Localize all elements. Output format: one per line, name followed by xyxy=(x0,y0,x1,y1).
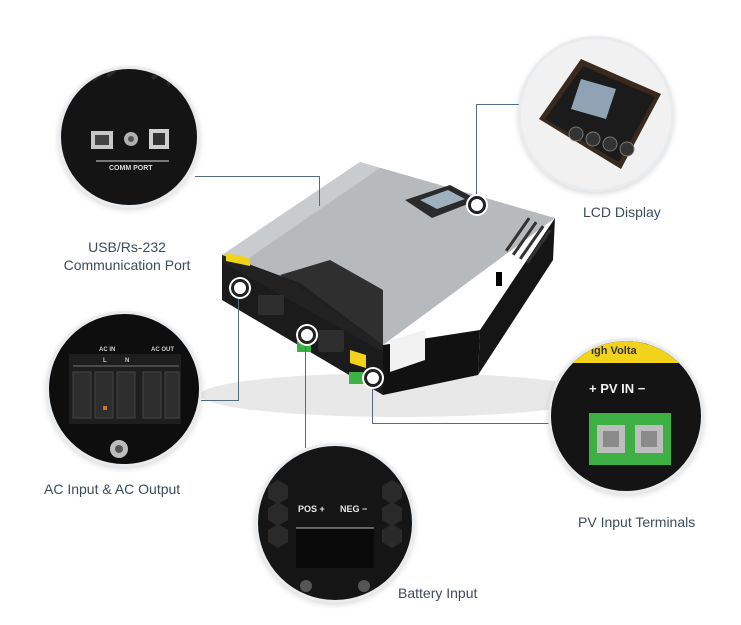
pv-inset: igh Volta + PV IN − xyxy=(548,338,704,494)
battery-label: Battery Input xyxy=(398,585,478,601)
pointer-dot-ac xyxy=(231,279,249,297)
battery-inset: POS + NEG − xyxy=(255,443,415,603)
comm-port-label-line1: USB/Rs-232 xyxy=(88,239,166,255)
comm-port-text: COMM PORT xyxy=(109,165,153,172)
leader-lcd-h xyxy=(476,104,522,105)
pv-label: PV Input Terminals xyxy=(578,514,696,530)
comm-port-label-line2: Communication Port xyxy=(63,257,191,273)
pointer-dot-lcd xyxy=(468,196,486,214)
ac-label: AC Input & AC Output xyxy=(44,481,181,497)
ac-l-text: L xyxy=(103,358,107,364)
lcd-inset xyxy=(518,36,674,192)
comm-port-inset: COMM PORT xyxy=(58,66,200,208)
leader-battery-v xyxy=(305,336,306,448)
leader-ac-h xyxy=(195,400,239,401)
pointer-dot-pv xyxy=(364,369,382,387)
leader-ac-v xyxy=(238,288,239,400)
ac-in-text: AC IN xyxy=(99,347,116,353)
ac-out-text: AC OUT xyxy=(151,347,174,353)
leader-pv-v xyxy=(372,378,373,424)
leader-lcd-v xyxy=(476,104,477,200)
lcd-label: LCD Display xyxy=(583,204,661,220)
pv-banner-text: igh Volta xyxy=(591,345,637,357)
pv-in-text: + PV IN − xyxy=(589,381,646,396)
leader-pv-h xyxy=(372,423,550,424)
leader-comm-h xyxy=(195,176,320,177)
ac-inset: AC IN AC OUT L N xyxy=(46,311,202,467)
leader-comm-v xyxy=(319,176,320,206)
pointer-dot-battery xyxy=(298,326,316,344)
comm-port-label: USB/Rs-232 Communication Port xyxy=(52,238,202,274)
battery-neg-text: NEG − xyxy=(340,504,368,514)
ac-n-text: N xyxy=(125,358,130,364)
battery-pos-text: POS + xyxy=(298,504,325,514)
